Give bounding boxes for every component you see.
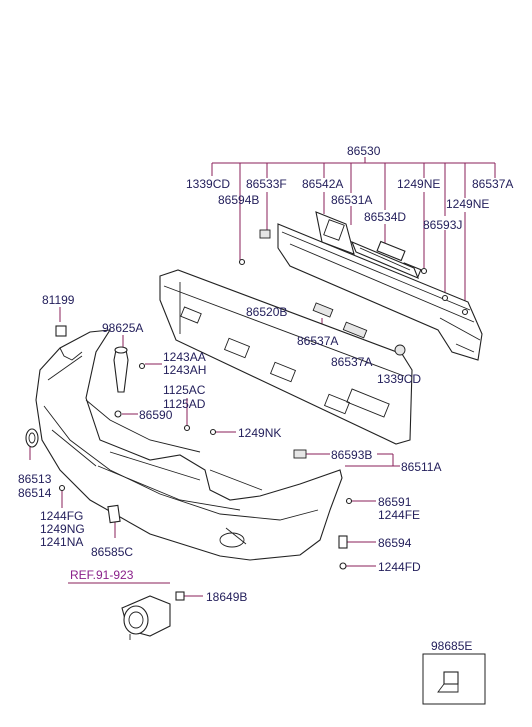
callout-86594: 86594 (378, 536, 412, 550)
callout-1249ne-a: 1249NE (397, 177, 440, 191)
nut-1339cd (394, 344, 406, 356)
callout-1244fd: 1244FD (378, 560, 421, 574)
mounting-plate (315, 211, 355, 255)
strip-86534d (351, 240, 419, 280)
inset-98685e (422, 653, 486, 705)
callout-81199: 81199 (42, 293, 75, 307)
callout-86593b: 86593B (331, 448, 372, 462)
callout-1244fg: 1244FG (40, 509, 83, 523)
callout-86542a: 86542A (302, 177, 343, 191)
callout-1125ad: 1125AD (163, 397, 206, 411)
callout-18649b: 18649B (206, 590, 247, 604)
pad-86593b (293, 449, 307, 459)
callout-86513: 86513 (18, 472, 52, 486)
ring-86513 (25, 428, 39, 448)
clip-81199 (55, 325, 67, 337)
callout-1241na: 1241NA (40, 535, 83, 549)
callout-86594b: 86594B (218, 193, 259, 207)
callout-labels: 86530 1339CD 86533F 86542A 1249NE 86537A… (18, 144, 513, 653)
callout-86537a-mid2: 86537A (331, 355, 372, 369)
callout-86533f: 86533F (246, 177, 287, 191)
screws (58, 362, 353, 570)
callout-86591: 86591 (378, 495, 412, 509)
callout-98685e: 98685E (431, 639, 472, 653)
callout-98625a: 98625A (102, 321, 143, 335)
callout-1243ah: 1243AH (163, 363, 206, 377)
callout-1339cd-top: 1339CD (186, 177, 230, 191)
clip-86533f (259, 229, 271, 239)
callout-1249ng: 1249NG (40, 522, 85, 536)
callout-1243aa: 1243AA (163, 350, 206, 364)
callout-1249ne-b: 1249NE (446, 197, 489, 211)
callout-86511a: 86511A (401, 460, 441, 474)
callout-1125ac: 1125AC (163, 383, 206, 397)
callout-86514: 86514 (18, 486, 52, 500)
callout-86585c: 86585C (91, 545, 133, 559)
callout-1339cd-mid: 1339CD (377, 372, 421, 386)
callout-86537a-mid1: 86537A (297, 334, 338, 348)
callout-86530: 86530 (347, 144, 381, 158)
strip-86585c (107, 504, 121, 524)
callout-86534d: 86534D (364, 210, 406, 224)
callout-86531a: 86531A (331, 193, 372, 207)
pads-86537a (312, 302, 368, 339)
energy-absorber (159, 269, 413, 445)
callout-86520b: 86520B (246, 305, 287, 319)
callout-1244fe: 1244FE (378, 508, 420, 522)
callout-86590: 86590 (139, 408, 173, 422)
callout-1249nk: 1249NK (238, 426, 281, 440)
reference-link[interactable]: REF.91-923 (70, 568, 134, 582)
washer-nozzle (113, 346, 129, 393)
bolts-top (238, 258, 469, 316)
callout-86593j: 86593J (423, 218, 462, 232)
callout-86537a-top: 86537A (472, 177, 513, 191)
fog-lamp (121, 591, 185, 640)
